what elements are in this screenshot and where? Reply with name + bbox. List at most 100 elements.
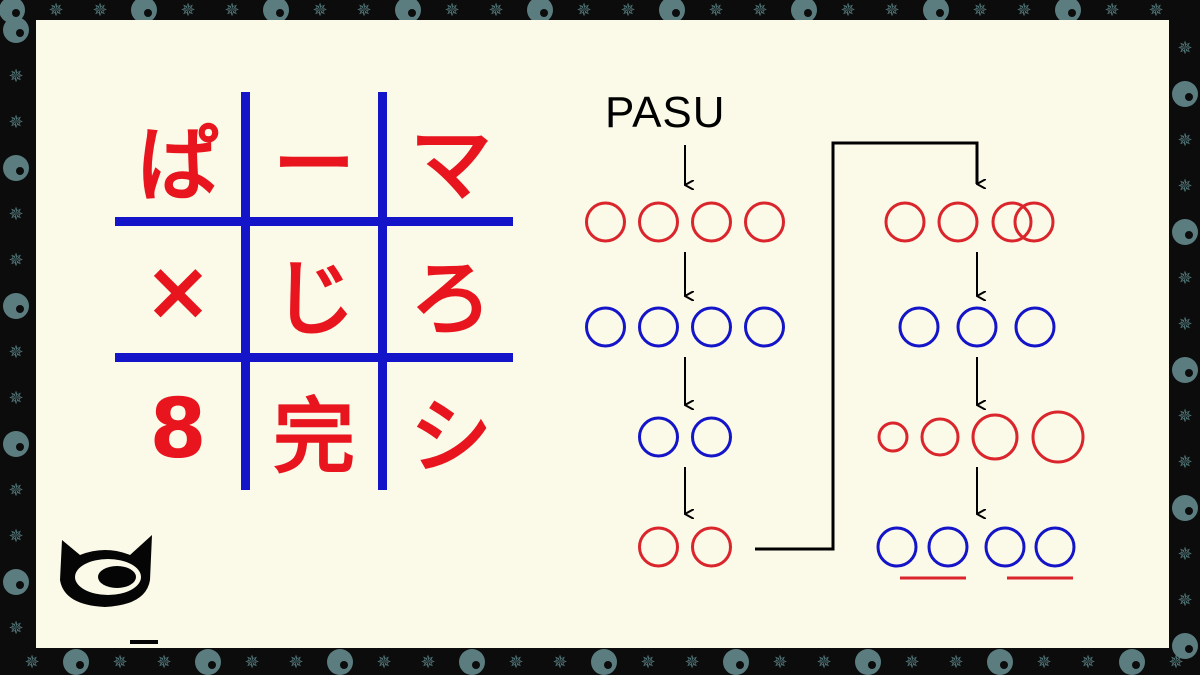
bubble-icon xyxy=(659,0,685,23)
grid-cell: ー xyxy=(272,117,355,213)
bubble-icon xyxy=(144,9,152,17)
bubble-icon xyxy=(195,649,221,675)
grid-cell: じ xyxy=(272,251,355,347)
bubble-icon xyxy=(804,9,812,17)
circle-mark xyxy=(927,526,969,568)
star-icon: ✵ xyxy=(356,0,371,21)
circle-mark xyxy=(1034,526,1076,568)
bubble-icon xyxy=(591,649,617,675)
bubble-icon xyxy=(3,431,29,457)
circle-mark xyxy=(1013,201,1055,243)
circle-mark xyxy=(585,201,626,243)
bubble-icon xyxy=(923,0,949,23)
star-icon: ✵ xyxy=(1177,590,1192,611)
bubble-icon xyxy=(1185,507,1193,515)
star-icon: ✵ xyxy=(1177,176,1192,197)
bubble-icon xyxy=(1185,645,1193,653)
star-icon: ✵ xyxy=(24,652,39,673)
bubble-icon xyxy=(327,649,353,675)
circle-mark xyxy=(691,416,732,458)
star-icon: ✵ xyxy=(288,652,303,673)
star-icon: ✵ xyxy=(816,652,831,673)
star-icon: ✵ xyxy=(156,652,171,673)
bubble-icon xyxy=(1185,93,1193,101)
star-icon: ✵ xyxy=(376,652,391,673)
circle-mark xyxy=(638,526,679,568)
bubble-icon xyxy=(340,661,348,669)
bubble-icon xyxy=(459,649,485,675)
bubble-icon xyxy=(527,0,553,23)
circle-mark xyxy=(991,201,1033,243)
circle-mark xyxy=(1031,410,1085,464)
bubble-icon xyxy=(1172,495,1198,521)
circle-mark xyxy=(638,416,679,458)
bubble-icon xyxy=(868,661,876,669)
circle-mark xyxy=(744,306,785,348)
star-icon: ✵ xyxy=(508,652,523,673)
star-icon: ✵ xyxy=(8,480,23,501)
bubble-icon xyxy=(76,661,84,669)
bubble-icon xyxy=(208,661,216,669)
bubble-icon xyxy=(3,155,29,181)
star-icon: ✵ xyxy=(576,0,591,21)
grid-cell: ぱ xyxy=(136,117,219,213)
bubble-icon xyxy=(1172,633,1198,659)
star-icon: ✵ xyxy=(8,250,23,271)
circle-mark xyxy=(638,201,679,243)
circle-mark xyxy=(638,306,679,348)
star-icon: ✵ xyxy=(972,0,987,21)
circle-mark xyxy=(884,201,926,243)
star-icon: ✵ xyxy=(48,0,63,21)
circle-mark xyxy=(691,306,732,348)
bubble-icon xyxy=(395,0,421,23)
star-icon: ✵ xyxy=(224,0,239,21)
circle-mark xyxy=(898,306,940,348)
star-icon: ✵ xyxy=(1177,268,1192,289)
bubble-icon xyxy=(604,661,612,669)
star-icon: ✵ xyxy=(1177,130,1192,151)
bubble-icon xyxy=(16,305,24,313)
circle-mark xyxy=(691,201,732,243)
bubble-icon xyxy=(672,9,680,17)
bubble-icon xyxy=(12,9,20,17)
bubble-icon xyxy=(472,661,480,669)
bubble-icon xyxy=(791,0,817,23)
bubble-icon xyxy=(131,0,157,23)
grid-cell: × xyxy=(143,243,213,339)
star-icon: ✵ xyxy=(8,66,23,87)
grid-cell: シ xyxy=(409,389,492,485)
bubble-icon xyxy=(16,581,24,589)
circle-mark xyxy=(691,526,732,568)
bubble-icon xyxy=(16,167,24,175)
star-icon: ✵ xyxy=(684,652,699,673)
star-icon: ✵ xyxy=(444,0,459,21)
star-icon: ✵ xyxy=(1177,314,1192,335)
star-icon: ✵ xyxy=(180,0,195,21)
star-icon: ✵ xyxy=(312,0,327,21)
circle-mark xyxy=(971,413,1019,461)
star-icon: ✵ xyxy=(8,112,23,133)
grid-line-horizontal xyxy=(115,353,513,362)
grid-cell: 8 xyxy=(149,381,207,477)
circle-mark xyxy=(877,421,909,453)
bubble-icon xyxy=(1172,357,1198,383)
star-icon: ✵ xyxy=(904,652,919,673)
star-icon: ✵ xyxy=(488,0,503,21)
star-icon: ✵ xyxy=(244,652,259,673)
bubble-icon xyxy=(736,661,744,669)
bubble-icon xyxy=(16,29,24,37)
star-icon: ✵ xyxy=(840,0,855,21)
start-label: PASU xyxy=(605,88,726,137)
star-icon: ✵ xyxy=(8,388,23,409)
grid-cell: 完 xyxy=(272,389,355,485)
bubble-icon xyxy=(723,649,749,675)
bubble-icon xyxy=(3,293,29,319)
bubble-icon xyxy=(1172,219,1198,245)
circle-mark xyxy=(956,306,998,348)
circle-mark xyxy=(984,526,1026,568)
bubble-icon xyxy=(1172,81,1198,107)
star-icon: ✵ xyxy=(8,526,23,547)
star-icon: ✵ xyxy=(752,0,767,21)
star-icon: ✵ xyxy=(8,618,23,639)
star-icon: ✵ xyxy=(620,0,635,21)
